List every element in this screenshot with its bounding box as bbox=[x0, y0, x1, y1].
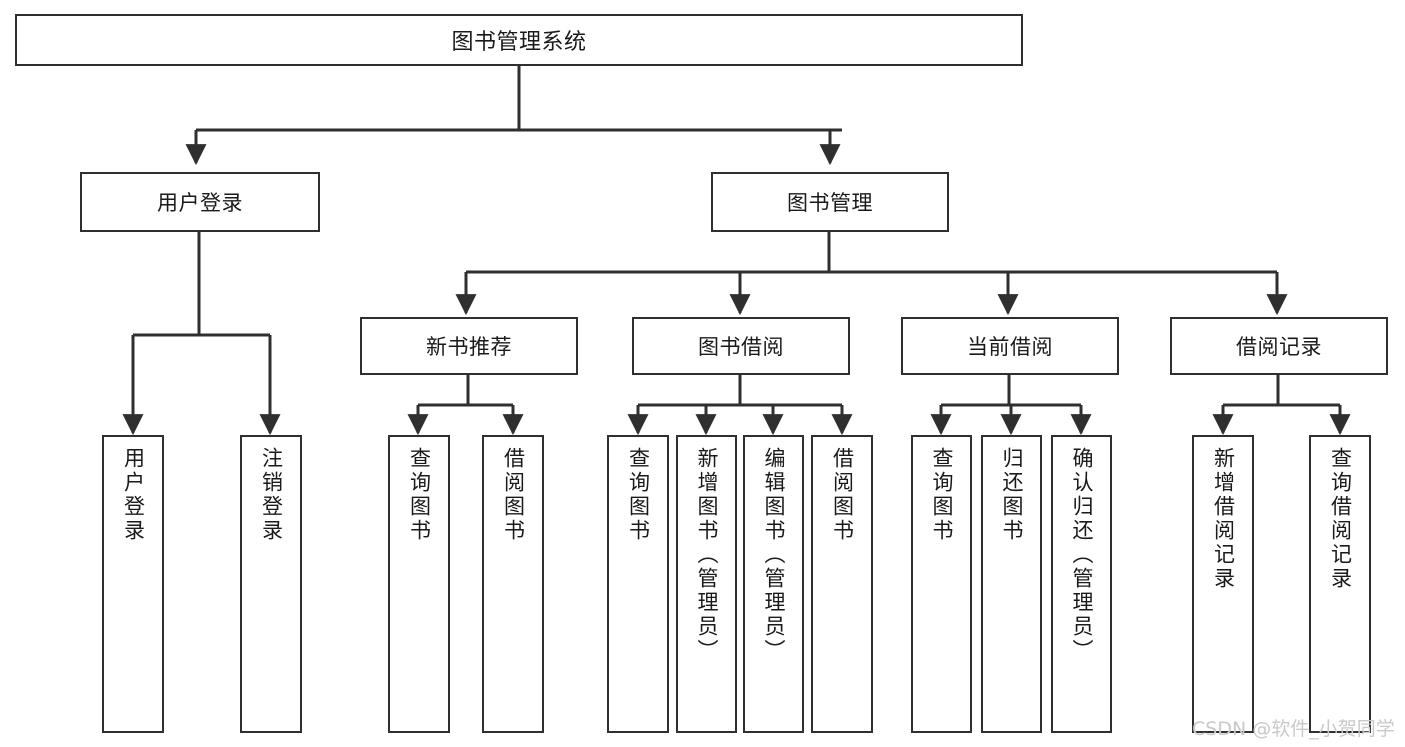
node-root-book-management-system[interactable]: 图书管理系统 bbox=[15, 14, 1023, 66]
node-label: 查询借阅记录 bbox=[1328, 447, 1353, 591]
node-label: 借阅图书 bbox=[830, 447, 855, 543]
node-label: 借阅记录 bbox=[1236, 335, 1322, 359]
node-leaf-user-login[interactable]: 用户登录 bbox=[102, 435, 164, 733]
node-label: 注销登录 bbox=[259, 447, 284, 543]
node-label: 编辑图书（管理员） bbox=[762, 447, 786, 663]
node-label: 归还图书 bbox=[1000, 447, 1024, 543]
node-leaf-borrow-book-2[interactable]: 借阅图书 bbox=[811, 435, 873, 733]
node-label: 用户登录 bbox=[121, 447, 146, 543]
node-label: 图书管理系统 bbox=[451, 30, 587, 55]
node-leaf-edit-book[interactable]: 编辑图书（管理员） bbox=[743, 435, 804, 733]
node-leaf-add-book[interactable]: 新增图书（管理员） bbox=[676, 435, 737, 733]
node-user-login[interactable]: 用户登录 bbox=[80, 172, 320, 232]
node-leaf-borrow-book-1[interactable]: 借阅图书 bbox=[482, 435, 544, 733]
node-leaf-query-book-3[interactable]: 查询图书 bbox=[911, 435, 972, 733]
node-label: 新增图书（管理员） bbox=[695, 447, 719, 663]
node-label: 借阅图书 bbox=[501, 447, 526, 543]
node-book-manage[interactable]: 图书管理 bbox=[711, 172, 949, 232]
node-label: 图书借阅 bbox=[698, 335, 784, 359]
node-book-borrow[interactable]: 图书借阅 bbox=[632, 317, 850, 375]
node-label: 确认归还（管理员） bbox=[1070, 447, 1094, 663]
node-label: 查询图书 bbox=[407, 447, 432, 543]
node-leaf-query-book-2[interactable]: 查询图书 bbox=[607, 435, 669, 733]
node-leaf-query-book-1[interactable]: 查询图书 bbox=[388, 435, 450, 733]
node-label: 新书推荐 bbox=[426, 335, 512, 359]
node-label: 用户登录 bbox=[157, 191, 243, 215]
node-leaf-return-book[interactable]: 归还图书 bbox=[981, 435, 1042, 733]
node-leaf-confirm-return[interactable]: 确认归还（管理员） bbox=[1051, 435, 1112, 733]
node-new-book-recommend[interactable]: 新书推荐 bbox=[360, 317, 578, 375]
csdn-watermark: CSDN @软件_小贺同学 bbox=[1192, 718, 1395, 740]
node-label: 查询图书 bbox=[626, 447, 651, 543]
node-label: 查询图书 bbox=[930, 447, 954, 543]
node-leaf-logout[interactable]: 注销登录 bbox=[240, 435, 302, 733]
node-label: 图书管理 bbox=[787, 191, 873, 215]
node-leaf-query-record[interactable]: 查询借阅记录 bbox=[1309, 435, 1371, 733]
node-label: 新增借阅记录 bbox=[1211, 447, 1236, 591]
node-current-borrow[interactable]: 当前借阅 bbox=[901, 317, 1119, 375]
node-borrow-record[interactable]: 借阅记录 bbox=[1170, 317, 1388, 375]
node-leaf-add-record[interactable]: 新增借阅记录 bbox=[1192, 435, 1254, 733]
node-label: 当前借阅 bbox=[967, 335, 1053, 359]
